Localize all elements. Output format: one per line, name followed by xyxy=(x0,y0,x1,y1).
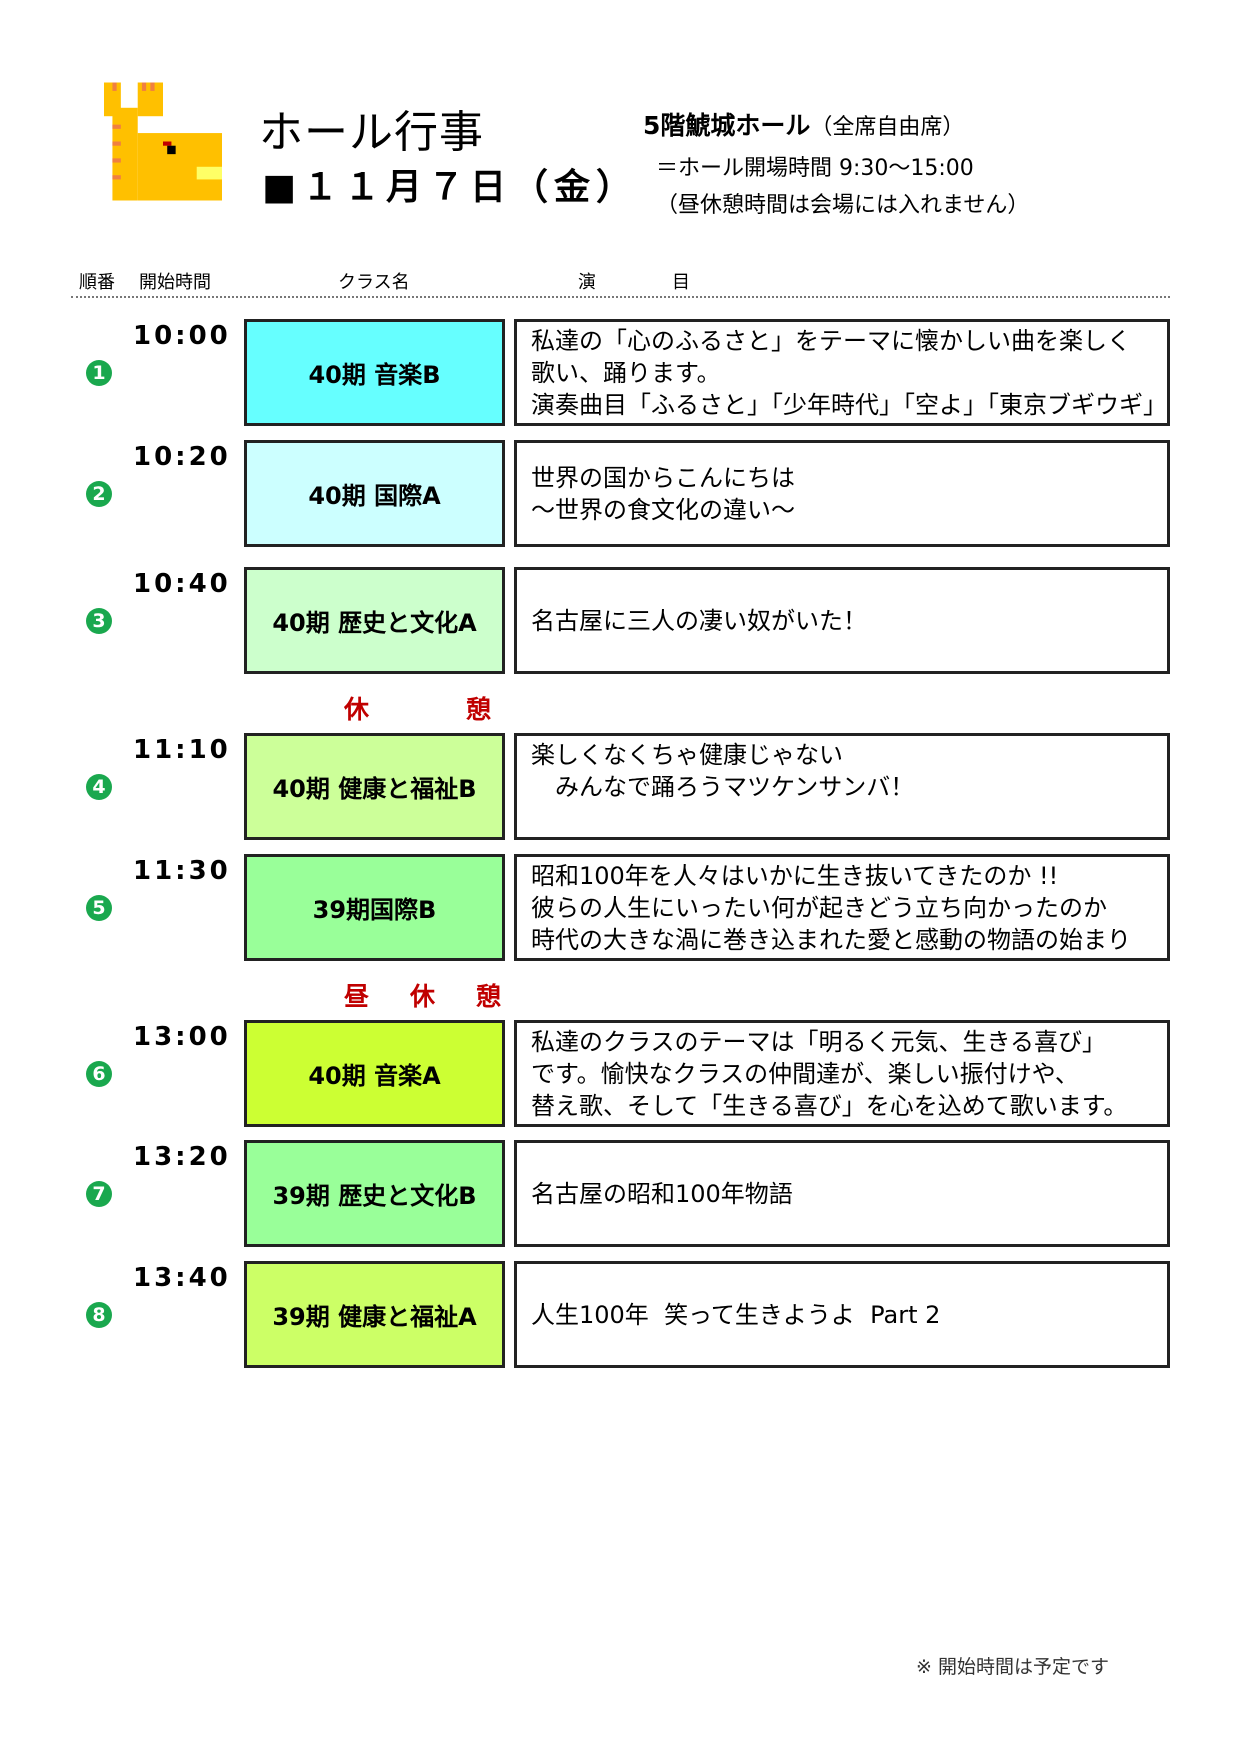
description-line: 名古屋に三人の凄い奴がいた！ xyxy=(531,606,867,635)
description-line: 演奏曲目「ふるさと」「少年時代」「空よ」「東京ブギウギ」 xyxy=(531,390,1167,419)
program-description: 私達の「心のふるさと」をテーマに懐かしい曲を楽しく歌い、踊ります。演奏曲目「ふる… xyxy=(514,319,1170,426)
description-line: 時代の大きな渦に巻き込まれた愛と感動の物語の始まり xyxy=(531,925,1131,954)
description-line: みんなで踊ろうマツケンサンバ！ xyxy=(531,772,915,801)
order-number: 3 xyxy=(86,607,112,634)
header-divider xyxy=(71,296,1170,298)
description-line: 私達の「心のふるさと」をテーマに懐かしい曲を楽しく xyxy=(531,326,1131,355)
description-line: ～世界の食文化の違い～ xyxy=(531,495,795,524)
class-name: 40期 歴史と文化A xyxy=(244,567,505,674)
col-start: 開始時間 xyxy=(139,272,211,293)
description-line: 彼らの人生にいったい何が起きどう立ち向かったのか xyxy=(531,893,1107,922)
program-description: 私達のクラスのテーマは「明るく元気、生きる喜び」です。愉快なクラスの仲間達が、楽… xyxy=(514,1020,1170,1127)
order-number: 6 xyxy=(86,1060,112,1087)
description-line: 世界の国からこんにちは xyxy=(531,463,795,492)
lunch-note: （昼休憩時間は会場には入れません） xyxy=(656,193,1030,218)
opening-hours: ＝ホール開場時間 9:30〜15:00 xyxy=(656,156,974,181)
description-line: です。愉快なクラスの仲間達が、楽しい振付けや、 xyxy=(531,1059,1079,1088)
description-line: 私達のクラスのテーマは「明るく元気、生きる喜び」 xyxy=(531,1027,1107,1056)
order-number: 1 xyxy=(86,359,112,386)
program-description: 世界の国からこんにちは ～世界の食文化の違い～ xyxy=(514,440,1170,547)
class-name: 40期 健康と福祉B xyxy=(244,733,505,840)
break-label: 憩 xyxy=(476,982,502,1011)
col-order: 順番 xyxy=(79,272,115,293)
order-number: 5 xyxy=(86,894,112,921)
description-line: 昭和100年を人々はいかに生き抜いてきたのか !! xyxy=(531,861,1059,890)
order-number: 8 xyxy=(86,1301,112,1328)
order-number: 7 xyxy=(86,1180,112,1207)
start-time: 13:40 xyxy=(133,1263,231,1293)
program-description: 人生100年 笑って生きようよ Part 2 xyxy=(514,1261,1170,1368)
program-description: 昭和100年を人々はいかに生き抜いてきたのか !! 彼らの人生にいったい何が起きど… xyxy=(514,854,1170,961)
class-name: 39期 健康と福祉A xyxy=(244,1261,505,1368)
start-time: 13:00 xyxy=(133,1022,231,1052)
description-line: 替え歌、そして「生きる喜び」を心を込めて歌います。 xyxy=(531,1091,1128,1120)
dragon-logo xyxy=(104,82,222,201)
page-title: ホール行事 xyxy=(259,107,484,158)
venue: 5階鯱城ホール（全席自由席） xyxy=(643,106,964,142)
event-date: ■１１月７日（金） xyxy=(262,167,639,208)
footer-note: ※ 開始時間は予定です xyxy=(916,1656,1109,1678)
description-line: 歌い、踊ります。 xyxy=(531,358,721,387)
program-description: 名古屋に三人の凄い奴がいた！ xyxy=(514,567,1170,674)
col-class: クラス名 xyxy=(338,272,410,293)
class-name: 39期国際B xyxy=(244,854,505,961)
start-time: 11:30 xyxy=(133,856,231,886)
break-label: 昼 xyxy=(344,982,370,1011)
venue-seating: （全席自由席） xyxy=(810,115,965,140)
class-name: 40期 音楽A xyxy=(244,1020,505,1127)
start-time: 11:10 xyxy=(133,735,231,765)
order-number: 4 xyxy=(86,773,112,800)
col-program-2: 目 xyxy=(672,272,690,293)
order-number: 2 xyxy=(86,480,112,507)
description-line: 名古屋の昭和100年物語 xyxy=(531,1179,793,1208)
start-time: 13:20 xyxy=(133,1142,231,1172)
break-label: 憩 xyxy=(466,695,492,724)
venue-name: 5階鯱城ホール xyxy=(643,111,811,140)
break-label: 休 xyxy=(410,982,436,1011)
start-time: 10:20 xyxy=(133,442,231,472)
start-time: 10:00 xyxy=(133,321,231,351)
col-program-1: 演 xyxy=(578,272,596,293)
start-time: 10:40 xyxy=(133,569,231,599)
class-name: 40期 国際A xyxy=(244,440,505,547)
class-name: 40期 音楽B xyxy=(244,319,505,426)
program-description: 名古屋の昭和100年物語 xyxy=(514,1140,1170,1247)
description-line: 楽しくなくちゃ健康じゃない xyxy=(531,740,843,769)
description-line: 人生100年 笑って生きようよ Part 2 xyxy=(531,1300,941,1329)
break-label: 休 xyxy=(344,695,370,724)
class-name: 39期 歴史と文化B xyxy=(244,1140,505,1247)
description-line xyxy=(531,803,1157,835)
program-description: 楽しくなくちゃ健康じゃない みんなで踊ろうマツケンサンバ！ xyxy=(514,733,1170,840)
